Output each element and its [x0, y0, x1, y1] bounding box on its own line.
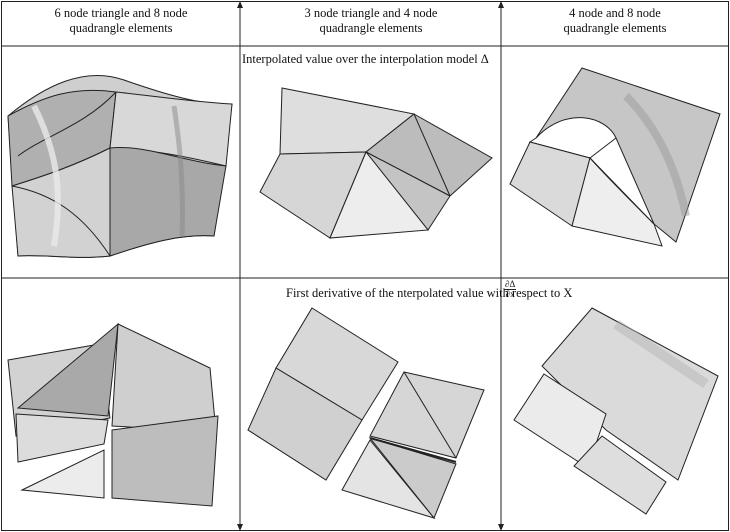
element-edge — [403, 371, 457, 459]
element-edge — [11, 185, 111, 257]
panel-value-curved-elements — [7, 75, 233, 258]
column-header-1: 6 node triangle and 8 node quadrangle el… — [2, 6, 240, 36]
element-edge — [413, 113, 451, 197]
column-header-3: 4 node and 8 node quadrangle elements — [502, 6, 728, 36]
element-face — [247, 367, 363, 481]
element-edge — [17, 91, 117, 157]
row-caption-first-derivative: First derivative of the nterpolated valu… — [286, 286, 573, 300]
header-line: quadrangle elements — [319, 21, 423, 35]
panel-derivative-quad-elements — [513, 307, 719, 515]
element-edge — [369, 437, 457, 463]
element-face — [11, 147, 111, 258]
element-face — [111, 415, 219, 507]
panel-derivative-curved-elements — [7, 322, 219, 507]
header-line: quadrangle elements — [69, 21, 173, 35]
element-edge — [589, 157, 655, 225]
element-face — [15, 413, 109, 463]
header-line: 3 node triangle and 4 node — [304, 6, 438, 20]
shading-band — [31, 104, 61, 247]
element-face — [16, 322, 119, 417]
panel-value-quad-elements — [509, 67, 721, 247]
element-face — [341, 439, 436, 519]
shading-band — [623, 93, 690, 217]
column-header-2: 3 node triangle and 4 node quadrangle el… — [241, 6, 501, 36]
element-face — [111, 323, 217, 433]
element-face — [20, 449, 105, 499]
header-line: 6 node triangle and 8 node — [54, 6, 188, 20]
fraction-denominator: ∂x — [505, 289, 515, 299]
derivative-fraction: ∂Δ ∂x — [504, 279, 517, 299]
row-caption-interpolated-value: Interpolated value over the interpolatio… — [242, 52, 489, 66]
fraction-numerator: ∂Δ — [504, 279, 517, 290]
element-face — [541, 307, 719, 481]
panel-value-linear-elements — [259, 87, 493, 239]
header-line: quadrangle elements — [563, 21, 667, 35]
element-face — [329, 151, 429, 239]
element-face — [573, 435, 667, 515]
shading-band — [613, 319, 709, 389]
shading-band — [171, 105, 186, 237]
header-line: 4 node and 8 node — [569, 6, 661, 20]
element-face — [528, 117, 617, 159]
element-face — [109, 146, 227, 257]
panel-derivative-linear-elements — [247, 307, 485, 519]
